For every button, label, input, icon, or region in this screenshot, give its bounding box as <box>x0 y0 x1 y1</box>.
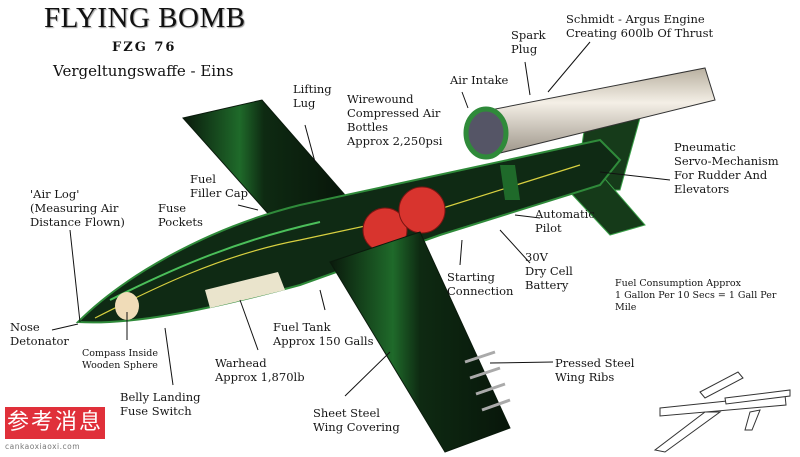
subtitle: Vergeltungswaffe - Eins <box>53 62 234 80</box>
label-air-bottles: Wirewound Compressed Air Bottles Approx … <box>347 92 443 148</box>
air-intake-grille <box>463 106 509 160</box>
label-fuel-filler-cap: Fuel Filler Cap <box>190 172 248 200</box>
label-air-log: 'Air Log' (Measuring Air Distance Flown) <box>30 187 125 229</box>
watermark-logo: 参考消息 <box>5 407 105 439</box>
label-automatic-pilot: Automatic Pilot <box>535 207 595 235</box>
label-belly-fuse: Belly Landing Fuse Switch <box>120 390 201 418</box>
label-warhead: Warhead Approx 1,870lb <box>215 356 305 384</box>
label-spark-plug: Spark Plug <box>511 28 546 56</box>
label-fuse-pockets: Fuse Pockets <box>158 201 203 229</box>
compass-sphere <box>115 292 139 320</box>
label-starting-connection: Starting Connection <box>447 270 514 298</box>
label-fuel-tank: Fuel Tank Approx 150 Galls <box>273 320 374 348</box>
designation: FZG 76 <box>112 40 177 55</box>
label-servo: Pneumatic Servo-Mechanism For Rudder And… <box>674 140 779 196</box>
lower-wing <box>329 231 511 453</box>
label-fuel-consumption: Fuel Consumption Approx 1 Gallon Per 10 … <box>615 278 777 313</box>
label-nose-detonator: Nose Detonator <box>10 320 69 348</box>
air-bottle <box>398 186 446 234</box>
label-compass: Compass Inside Wooden Sphere <box>82 348 158 371</box>
label-wing-ribs: Pressed Steel Wing Ribs <box>555 356 635 384</box>
wing-ribs <box>464 350 511 412</box>
leader-lines <box>51 41 671 397</box>
fuselage <box>75 138 622 324</box>
side-view-sketch <box>653 371 791 453</box>
label-engine: Schmidt - Argus Engine Creating 600lb Of… <box>566 12 714 40</box>
label-battery: 30V Dry Cell Battery <box>525 250 573 292</box>
page-title: FLYING BOMB <box>44 2 246 34</box>
label-lifting-lug: Lifting Lug <box>293 82 332 110</box>
watermark-url: cankaoxiaoxi.com <box>5 442 81 451</box>
label-air-intake: Air Intake <box>450 73 509 87</box>
warhead-compartment <box>205 272 285 308</box>
label-wing-covering: Sheet Steel Wing Covering <box>313 406 400 434</box>
